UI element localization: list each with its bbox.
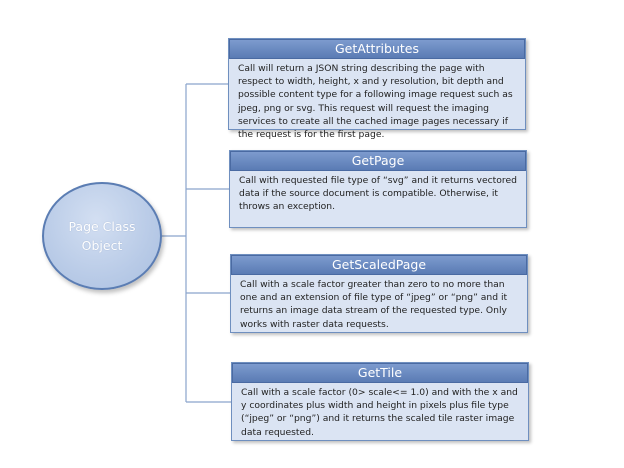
method-description: Call with a scale factor (0> scale<= 1.0… xyxy=(241,387,518,438)
node-label: Page Class Object xyxy=(68,219,136,253)
page-class-object-node: Page Class Object xyxy=(42,182,162,290)
method-card-getattributes: GetAttributes Call will return a JSON st… xyxy=(228,38,526,140)
method-description: Call with requested file type of “svg” a… xyxy=(239,175,517,213)
method-card-gettile: GetTile Call with a scale factor (0> sca… xyxy=(231,362,529,441)
method-title: GetPage xyxy=(230,151,526,171)
method-title: GetTile xyxy=(232,363,528,383)
method-description: Call with a scale factor greater than ze… xyxy=(240,279,508,330)
method-title: GetAttributes xyxy=(229,39,525,59)
method-card-getscaledpage: GetScaledPage Call with a scale factor g… xyxy=(230,254,528,333)
method-description: Call will return a JSON string describin… xyxy=(238,63,513,141)
method-title: GetScaledPage xyxy=(231,255,527,275)
method-card-getpage: GetPage Call with requested file type of… xyxy=(229,150,527,228)
